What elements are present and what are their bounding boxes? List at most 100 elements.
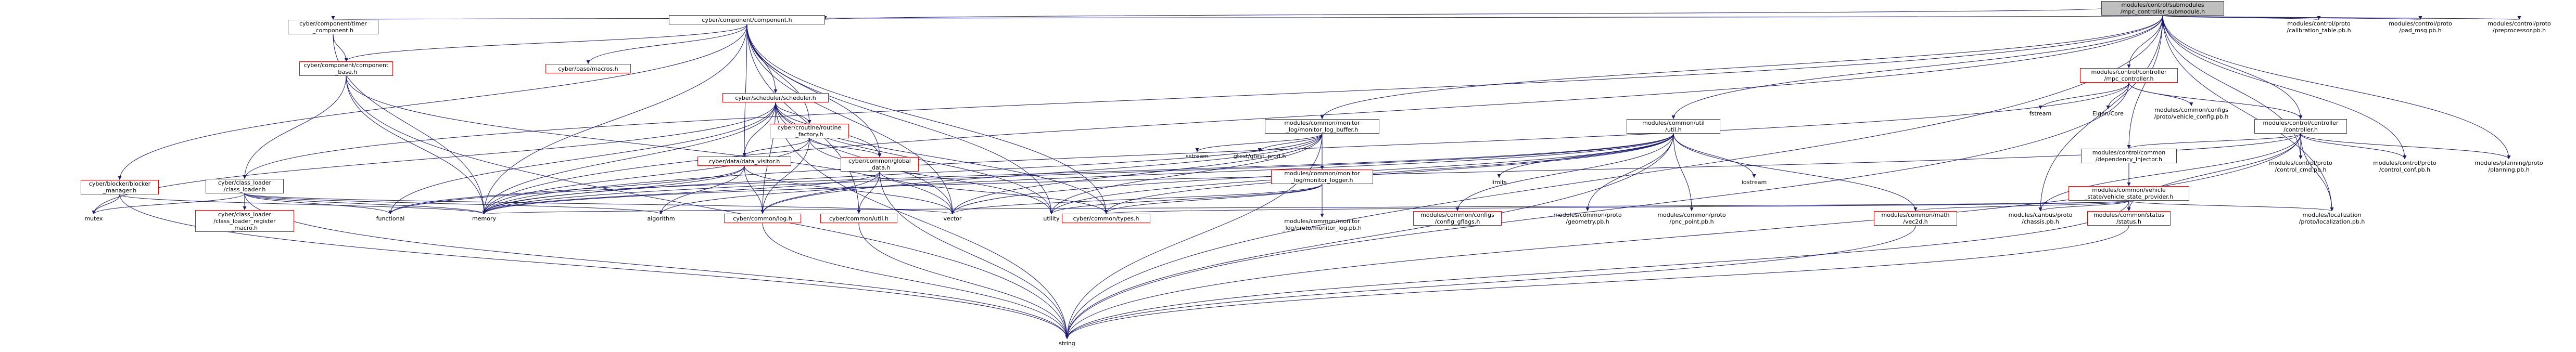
node-label-line: Eigen/Core — [2092, 110, 2124, 117]
edge-scheduler-to-string — [775, 102, 1069, 340]
edge-controller-to-planning_pb — [2300, 133, 2511, 160]
node-macros[interactable]: cyber/base/macros.h — [545, 64, 631, 73]
node-gtest-prod: gtest/gtest_prod.h — [1228, 152, 1291, 160]
node-data-visitor[interactable]: cyber/data/data_visitor.h — [697, 157, 791, 166]
node-dependency-injector[interactable]: modules/control/common/dependency_inject… — [2081, 149, 2177, 163]
node-label-line: _factory.h — [795, 131, 823, 138]
node-class-loader-register[interactable]: cyber/class_loader/class_loader_register… — [195, 210, 294, 232]
edge-component_base-to-vector — [346, 75, 955, 215]
node-label-line: algorithm — [647, 215, 675, 222]
edge-vehicle_state_provider-to-memory — [483, 200, 2129, 215]
node-mpc-controller[interactable]: modules/control/controller/mpc_controlle… — [2080, 68, 2178, 83]
edge-vehicle_state_provider-to-string — [1065, 200, 2129, 340]
node-label-line: _macro.h — [231, 224, 258, 231]
node-label-line: modules/common/vehicle — [2092, 187, 2166, 193]
node-vehicle-state-provider[interactable]: modules/common/vehicle_state/vehicle_sta… — [2069, 186, 2189, 201]
edge-class_loader-to-memory — [244, 193, 486, 215]
node-global-data[interactable]: cyber/common/global_data.h — [841, 157, 919, 172]
node-cyber-types[interactable]: cyber/common/types.h — [1062, 214, 1150, 223]
node-string: string — [1054, 339, 1080, 347]
node-label-line: functional — [376, 215, 405, 222]
edge-class_loader-to-mutex — [92, 193, 245, 215]
edge-data_visitor-to-algorithm — [659, 165, 745, 215]
node-label-line: modules/common/monitor — [1284, 218, 1360, 225]
node-label-line: /proto/vehicle_config.pb.h — [2154, 113, 2229, 120]
node-pad-msg-pb: modules/control/proto/pad_msg.pb.h — [2376, 20, 2465, 34]
edge-root-to-planning_pb — [2162, 15, 2511, 160]
node-label-line: cyber/common/util.h — [829, 215, 889, 222]
node-label-line: cyber/base/macros.h — [558, 65, 618, 72]
node-controller[interactable]: modules/control/controller/controller.h — [2254, 119, 2347, 134]
node-component[interactable]: cyber/component/component.h — [669, 15, 825, 24]
node-label-line: modules/planning/proto — [2475, 160, 2543, 166]
node-label-line: modules/common/math — [1881, 212, 1950, 218]
node-label-line: cyber/common/types.h — [1073, 215, 1139, 222]
node-label-line: modules/common/proto — [1657, 212, 1726, 218]
edge-routine_factory-to-memory — [482, 138, 810, 215]
node-label-line: modules/common/monitor — [1284, 120, 1360, 126]
node-blocker-manager[interactable]: cyber/blocker/blocker_manager.h — [81, 180, 159, 194]
edge-controller-to-localization_pb — [2300, 133, 2334, 212]
edge-routine_factory-to-data_visitor — [742, 138, 810, 157]
node-cyber-util[interactable]: cyber/common/util.h — [820, 214, 897, 223]
node-vec2d[interactable]: modules/common/math/vec2d.h — [1874, 211, 1957, 226]
node-label-line: cyber/croutine/routine — [777, 124, 842, 131]
edge-root-to-localization_pb — [2162, 15, 2334, 212]
node-label-line: /class_loader_register — [213, 217, 276, 225]
node-label-line: memory — [472, 215, 496, 222]
node-label-line: /pnc_point.pb.h — [1669, 218, 1714, 225]
edge-global_data-to-cyber_types — [879, 171, 1108, 214]
node-vector: vector — [938, 214, 967, 223]
node-localization-pb: modules/localization/proto/localization.… — [2281, 211, 2383, 226]
node-label-line: modules/control/controller — [2263, 120, 2339, 126]
node-label-line: modules/common/configs — [2154, 107, 2228, 113]
node-label-line: modules/common/proto — [1553, 212, 1622, 218]
node-calibration-table-pb: modules/control/proto/calibration_table.… — [2268, 20, 2369, 34]
edge-vehicle_state_provider-to-chassis_pb — [2038, 200, 2129, 212]
node-class-loader[interactable]: cyber/class_loader/class_loader.h — [206, 179, 284, 193]
edge-mpc_controller-to-memory — [482, 82, 2129, 215]
node-scheduler[interactable]: cyber/scheduler/scheduler.h — [722, 93, 829, 102]
node-monitor-log-buffer[interactable]: modules/common/monitor_log/monitor_log_b… — [1265, 119, 1379, 134]
node-label-line: /vec2d.h — [1903, 218, 1928, 225]
edge-component-to-macros — [586, 24, 747, 64]
node-label-line: cyber/component/component.h — [702, 16, 792, 23]
node-timer[interactable]: cyber/component/timer_component.h — [288, 20, 378, 34]
node-label-line: /config_gflags.h — [1435, 218, 1480, 225]
node-cyber-log[interactable]: cyber/common/log.h — [724, 214, 801, 223]
edge-monitor_log_buffer-to-sstream — [1195, 133, 1323, 152]
edge-vehicle_state_provider-to-vec2d — [1913, 200, 2129, 212]
node-label-line: modules/canbus/proto — [2008, 212, 2073, 218]
node-monitor-log-pb: modules/common/monitor_log/proto/monitor… — [1270, 217, 1374, 232]
node-label-line: vector — [943, 215, 962, 222]
edge-common_util-to-cyber_types — [1104, 133, 1674, 214]
edge-component-to-blocker_manager — [118, 24, 747, 180]
edge-monitor_logger-to-vector — [950, 184, 1323, 215]
edge-common_util-to-memory — [482, 133, 1674, 215]
node-sstream: sstream — [1182, 152, 1213, 160]
edge-cyber_util-to-string — [858, 223, 1069, 340]
node-label-line: cyber/class_loader — [218, 179, 272, 186]
node-label-line: mutex — [84, 215, 103, 222]
edge-root-to-timer — [333, 15, 2163, 20]
edge-monitor_log_buffer-to-string — [1065, 133, 1323, 340]
edge-class_loader-to-algorithm — [244, 193, 663, 215]
node-label-line: string — [1059, 340, 1075, 347]
edge-component_base-to-string — [346, 75, 1069, 340]
node-component-base[interactable]: cyber/component/component_base.h — [299, 61, 393, 76]
node-status[interactable]: modules/common/status/status.h — [2087, 211, 2171, 226]
node-monitor-logger[interactable]: modules/common/monitor_log/monitor_logge… — [1271, 170, 1373, 184]
edge-common_util-to-algorithm — [659, 133, 1674, 215]
node-functional: functional — [372, 214, 409, 223]
node-label-line: cyber/blocker/blocker — [88, 180, 151, 187]
node-label-line: _state/vehicle_state_provider.h — [2084, 193, 2174, 200]
node-label-line: /geometry.pb.h — [1566, 218, 1609, 225]
node-mutex: mutex — [81, 214, 107, 223]
node-common-util[interactable]: modules/common/util/util.h — [1627, 119, 1720, 134]
node-routine-factory[interactable]: cyber/croutine/routine_factory.h — [770, 124, 849, 138]
node-label-line: /dependency_injector.h — [2096, 156, 2162, 163]
node-label-line: iostream — [1741, 178, 1767, 186]
node-config-gflags[interactable]: modules/common/configs/config_gflags.h — [1413, 211, 1502, 226]
node-root[interactable]: modules/control/submodules/mpc_controlle… — [2101, 1, 2224, 16]
edge-routine_factory-to-utility — [809, 138, 1054, 215]
